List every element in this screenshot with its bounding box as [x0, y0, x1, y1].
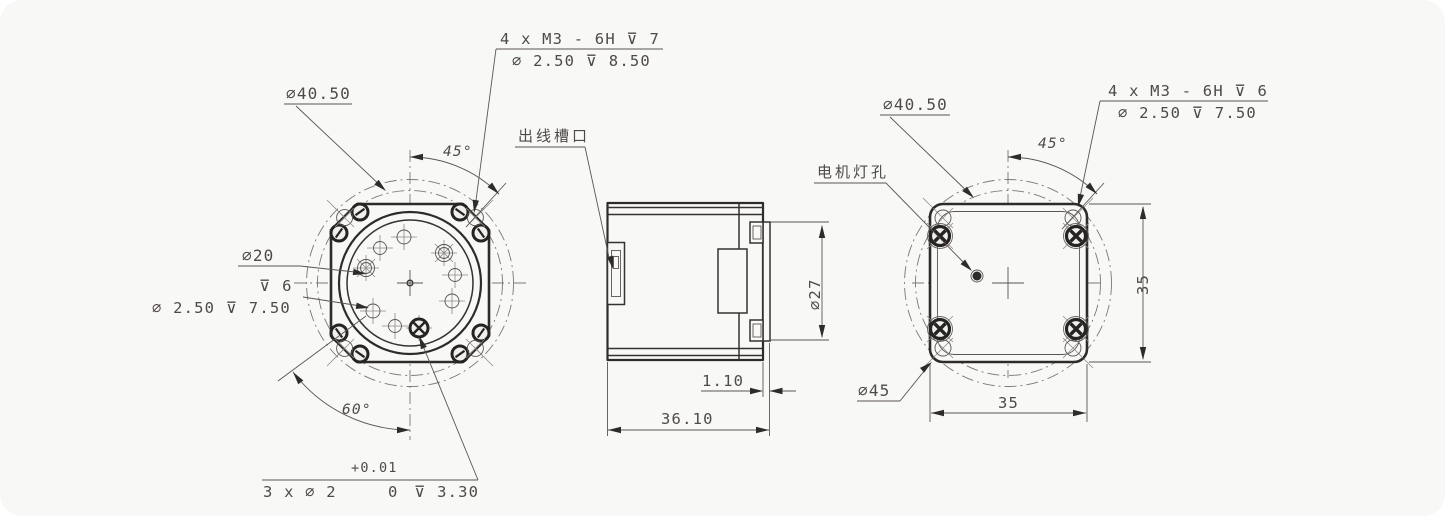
- front-dim-bolt-circle: ⌀40.50: [284, 84, 389, 194]
- front-bolt-circle-40-5: [317, 190, 503, 376]
- front-tap-depth-callout: ⊽ 6 ⌀ 2.50 ⊽ 7.50: [152, 277, 370, 317]
- front-pilot-dia-label: ⌀20: [242, 246, 275, 265]
- front-hole-nominal: 0: [388, 483, 399, 501]
- front-hole-callout: +0.01 3 x ⌀ 2 0 ⊽ 3.30: [262, 334, 479, 501]
- rear-bolt-circle-40-5: [915, 190, 1101, 376]
- front-tap-depth-line2: ⌀ 2.50 ⊽ 7.50: [152, 299, 291, 317]
- front-pilot-rim: [337, 210, 483, 356]
- rear-light-hole-label: 电机灯孔: [817, 163, 889, 181]
- front-dim-pilot: ⌀20: [238, 246, 367, 278]
- rear-corner-tapped-holes: [932, 207, 1084, 359]
- rear-light-hole-label-group: 电机灯孔: [814, 163, 975, 274]
- rear-outer-dia-label: ⌀45: [858, 381, 891, 400]
- side-dim-total-length: 36.10: [607, 362, 769, 436]
- front-angle-45-label: 45°: [443, 144, 473, 160]
- front-corner-tap-line2: ⌀ 2.50 ⊽ 8.50: [512, 52, 651, 70]
- rear-bolt-circle-dia-label: ⌀40.50: [883, 95, 948, 114]
- rear-angle-45-label: 45°: [1038, 136, 1068, 152]
- rear-dim-width: 35: [929, 364, 1088, 422]
- rear-dim-bolt-circle: ⌀40.50: [880, 95, 977, 201]
- front-outer-circle-45: [306, 179, 514, 387]
- rear-dim-outer-dia: ⌀45: [857, 359, 935, 402]
- front-corner-screw-slots: [334, 207, 486, 359]
- side-dim-boss-dia: ⌀27: [770, 221, 829, 341]
- rear-dim-height: 35: [1089, 203, 1152, 363]
- side-wire-slot-label: 出线槽口: [518, 127, 590, 145]
- rear-outer-circle-45: [904, 179, 1112, 387]
- side-view-drawing: 出线槽口 ⌀27 1.10 36.10: [515, 127, 829, 436]
- side-rear-plate: [762, 221, 771, 342]
- rear-cover-screws: [926, 222, 1090, 343]
- front-corner-tap-line1: 4 x M3 - 6H ⊽ 7: [500, 30, 660, 48]
- rear-dim-45deg: 45°: [1007, 136, 1105, 230]
- front-tap-depth-line1: ⊽ 6: [259, 277, 293, 295]
- rear-corner-tap-line2: ⌀ 2.50 ⊽ 7.50: [1118, 104, 1257, 122]
- side-wire-slot-label-group: 出线槽口: [515, 127, 617, 270]
- side-total-length-label: 36.10: [661, 410, 714, 428]
- front-bolt-circle-holes: [353, 224, 468, 341]
- front-angle-60-label: 60°: [342, 402, 372, 418]
- front-hole-tolerance: +0.01: [351, 460, 398, 476]
- front-corner-tap-callout: 4 x M3 - 6H ⊽ 7 ⌀ 2.50 ⊽ 8.50: [470, 30, 663, 214]
- front-hole-depth: ⊽ 3.30: [414, 483, 479, 501]
- rear-height-dim-label: 35: [1134, 274, 1152, 295]
- rear-view-drawing: 电机灯孔 ⌀40.50 45° 4 x M3 - 6H ⊽ 6 ⌀ 2.50 ⊽…: [814, 82, 1268, 422]
- rear-light-hole: [972, 271, 982, 281]
- side-dim-rear-plate: 1.10: [701, 343, 796, 436]
- rear-width-dim-label: 35: [998, 394, 1019, 412]
- side-wire-slot: [606, 241, 626, 306]
- front-dim-60deg: 60°: [277, 315, 411, 434]
- front-bolt-circle-dia-label: ⌀40.50: [286, 84, 351, 103]
- side-boss-dia-label: ⌀27: [806, 278, 824, 310]
- rear-corner-tap-callout: 4 x M3 - 6H ⊽ 6 ⌀ 2.50 ⊽ 7.50: [1074, 82, 1268, 208]
- front-view-drawing: ⌀40.50 4 x M3 - 6H ⊽ 7 ⌀ 2.50 ⊽ 8.50 45°…: [152, 30, 663, 501]
- front-hole-prefix: 3 x ⌀ 2: [263, 483, 337, 501]
- front-dim-45deg: 45°: [409, 144, 507, 228]
- front-corner-screws: [329, 202, 491, 364]
- side-rear-plate-dim-label: 1.10: [702, 372, 744, 390]
- side-connector-block: [717, 248, 748, 314]
- rear-corner-tap-line1: 4 x M3 - 6H ⊽ 6: [1108, 82, 1268, 100]
